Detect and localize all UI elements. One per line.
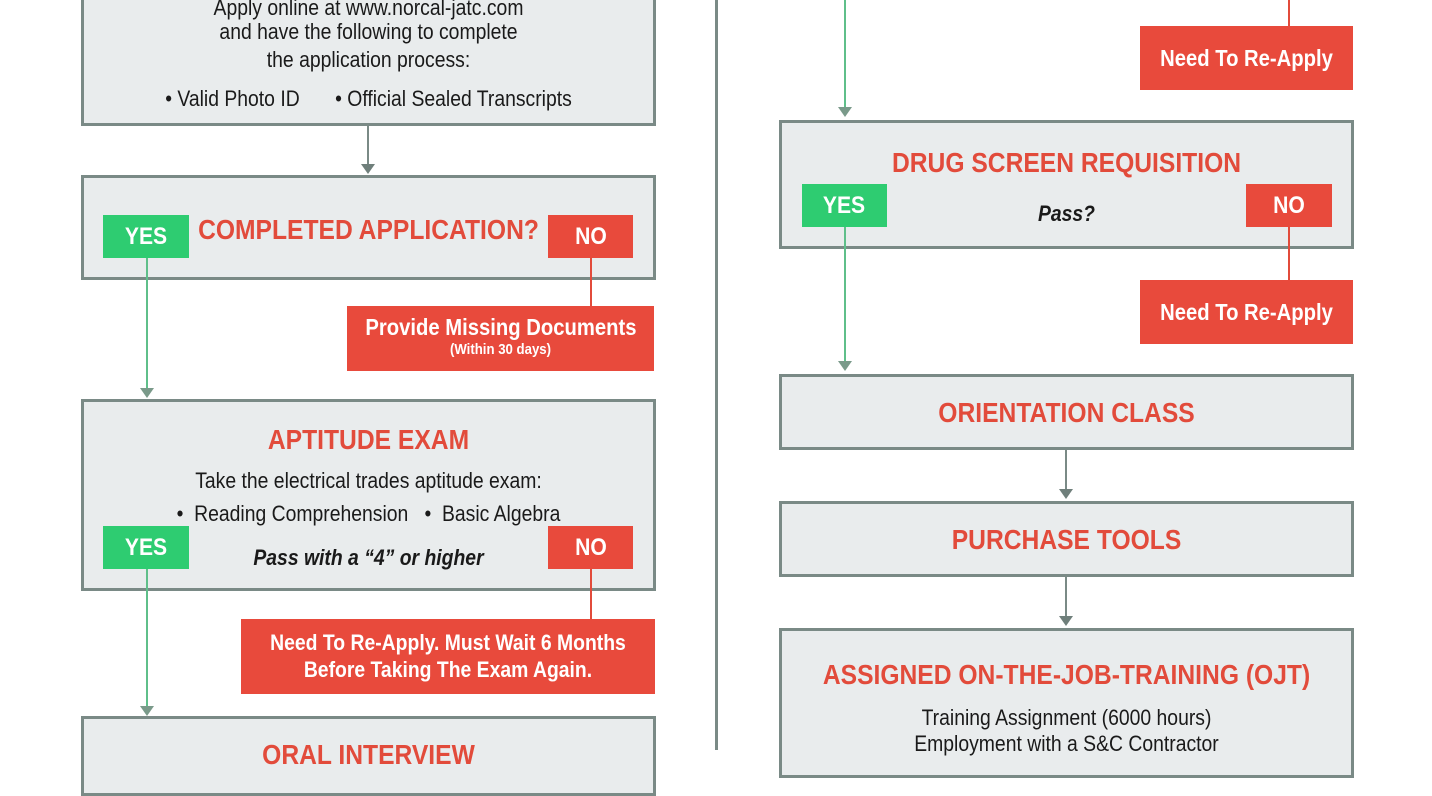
yes-branch-arrow	[140, 388, 154, 398]
connector-line	[1065, 577, 1067, 617]
aptitude-exam-pass-criteria: Pass with a “4” or higher	[253, 545, 484, 570]
drug-screen-no: NO	[1246, 184, 1332, 227]
completed-application-title: COMPLETED APPLICATION?	[198, 214, 539, 245]
aptitude-exam-yes: YES	[103, 526, 189, 569]
need-to-reapply-drug-screen: Need To Re-Apply	[1140, 280, 1353, 344]
connector-line	[1065, 450, 1067, 490]
ojt-step: ASSIGNED ON-THE-JOB-TRAINING (OJT) Train…	[779, 628, 1354, 778]
reapply-wait-line-2: Before Taking The Exam Again.	[303, 657, 593, 682]
yes-branch-arrow	[838, 107, 852, 117]
no-branch-line	[590, 569, 592, 619]
aptitude-exam-no: NO	[548, 526, 633, 569]
oral-interview-step: ORAL INTERVIEW	[81, 716, 656, 796]
ojt-line-2: Employment with a S&C Contractor	[914, 731, 1219, 756]
apply-line-2: and have the following to complete	[219, 19, 518, 44]
no-branch-line	[1288, 0, 1290, 26]
connector-line	[367, 126, 369, 166]
yes-branch-line	[844, 227, 846, 362]
purchase-tools-title: PURCHASE TOOLS	[951, 524, 1182, 555]
bullet-valid-photo-id: • Valid Photo ID	[165, 86, 300, 111]
orientation-class-step: ORIENTATION CLASS	[779, 374, 1354, 450]
aptitude-exam-title: APTITUDE EXAM	[267, 424, 470, 455]
bullet-sealed-transcripts: • Official Sealed Transcripts	[335, 86, 572, 111]
yes-branch-line	[146, 569, 148, 706]
no-branch-line	[590, 258, 592, 306]
completed-application-yes: YES	[103, 215, 189, 258]
drug-screen-title: DRUG SCREEN REQUISITION	[891, 147, 1242, 178]
connector-arrow	[1059, 616, 1073, 626]
apply-line-1: Apply online at www.norcal-jatc.com	[213, 0, 524, 20]
column-divider	[715, 0, 718, 750]
ojt-title: ASSIGNED ON-THE-JOB-TRAINING (OJT)	[822, 659, 1311, 690]
no-branch-line	[1288, 227, 1290, 280]
yes-branch-arrow	[140, 706, 154, 716]
orientation-class-title: ORIENTATION CLASS	[938, 397, 1195, 428]
reapply-wait-six-months: Need To Re-Apply. Must Wait 6 Months Bef…	[241, 619, 655, 694]
provide-missing-documents: Provide Missing Documents (Within 30 day…	[347, 306, 654, 371]
drug-screen-yes: YES	[802, 184, 887, 227]
yes-branch-line	[146, 258, 148, 388]
drug-screen-question: Pass?	[1037, 201, 1096, 226]
provide-missing-line-1: Provide Missing Documents	[365, 314, 637, 340]
apply-line-3: the application process:	[266, 47, 471, 72]
apply-bullets: • Valid Photo ID • Official Sealed Trans…	[118, 86, 619, 112]
connector-arrow	[361, 164, 375, 174]
need-to-reapply-top: Need To Re-Apply	[1140, 26, 1353, 90]
reapply-wait-line-1: Need To Re-Apply. Must Wait 6 Months	[270, 630, 626, 655]
apply-online-step: Apply online at www.norcal-jatc.com and …	[81, 0, 656, 126]
yes-branch-arrow	[838, 361, 852, 371]
oral-interview-title: ORAL INTERVIEW	[262, 739, 475, 770]
aptitude-exam-subjects: • Reading Comprehension • Basic Algebra	[176, 501, 561, 526]
purchase-tools-step: PURCHASE TOOLS	[779, 501, 1354, 577]
provide-missing-line-2: (Within 30 days)	[449, 341, 552, 358]
connector-arrow	[1059, 489, 1073, 499]
completed-application-no: NO	[548, 215, 633, 258]
ojt-line-1: Training Assignment (6000 hours)	[921, 705, 1212, 730]
aptitude-exam-description: Take the electrical trades aptitude exam…	[195, 468, 542, 493]
yes-branch-line	[844, 0, 846, 108]
